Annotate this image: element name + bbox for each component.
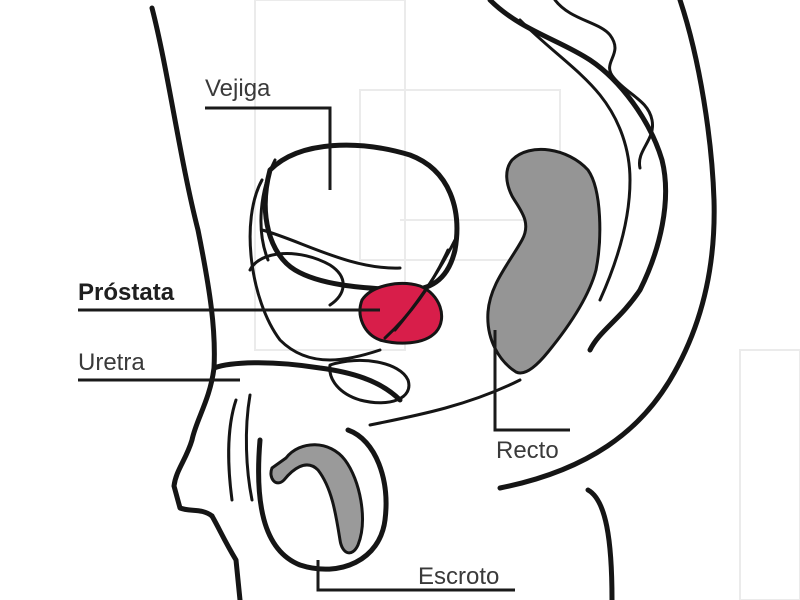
colon-outline <box>487 0 669 353</box>
body-back-outline <box>497 0 717 491</box>
buttock-outline <box>585 487 615 600</box>
bladder-outline <box>262 142 460 293</box>
penis-upper <box>211 360 403 403</box>
seminal-duct <box>383 248 450 340</box>
rectum-shape <box>486 147 602 375</box>
prostate-shape <box>358 282 444 345</box>
label-uretra: Uretra <box>78 349 145 376</box>
label-vejiga: Vejiga <box>205 75 271 102</box>
urethra-loop <box>328 358 411 405</box>
colon-inner <box>518 18 632 302</box>
colon-folds <box>553 0 654 170</box>
penis-inner-2 <box>244 393 254 502</box>
label-escroto: Escroto <box>418 563 499 590</box>
penis-outline <box>209 513 243 600</box>
penis-inner <box>227 398 238 502</box>
vas-deferens <box>248 178 382 362</box>
leader-recto <box>493 330 570 432</box>
testis-shape <box>269 443 364 555</box>
scrotum-outline <box>256 427 389 572</box>
vas-deferens-2 <box>259 158 277 262</box>
leader-vejiga <box>205 106 332 190</box>
perineum-line <box>368 378 522 427</box>
label-recto: Recto <box>496 437 559 464</box>
leader-escroto <box>316 560 515 592</box>
bladder-fold <box>248 252 345 307</box>
bladder-inner-line <box>260 228 402 270</box>
label-prostata: Próstata <box>78 279 175 306</box>
